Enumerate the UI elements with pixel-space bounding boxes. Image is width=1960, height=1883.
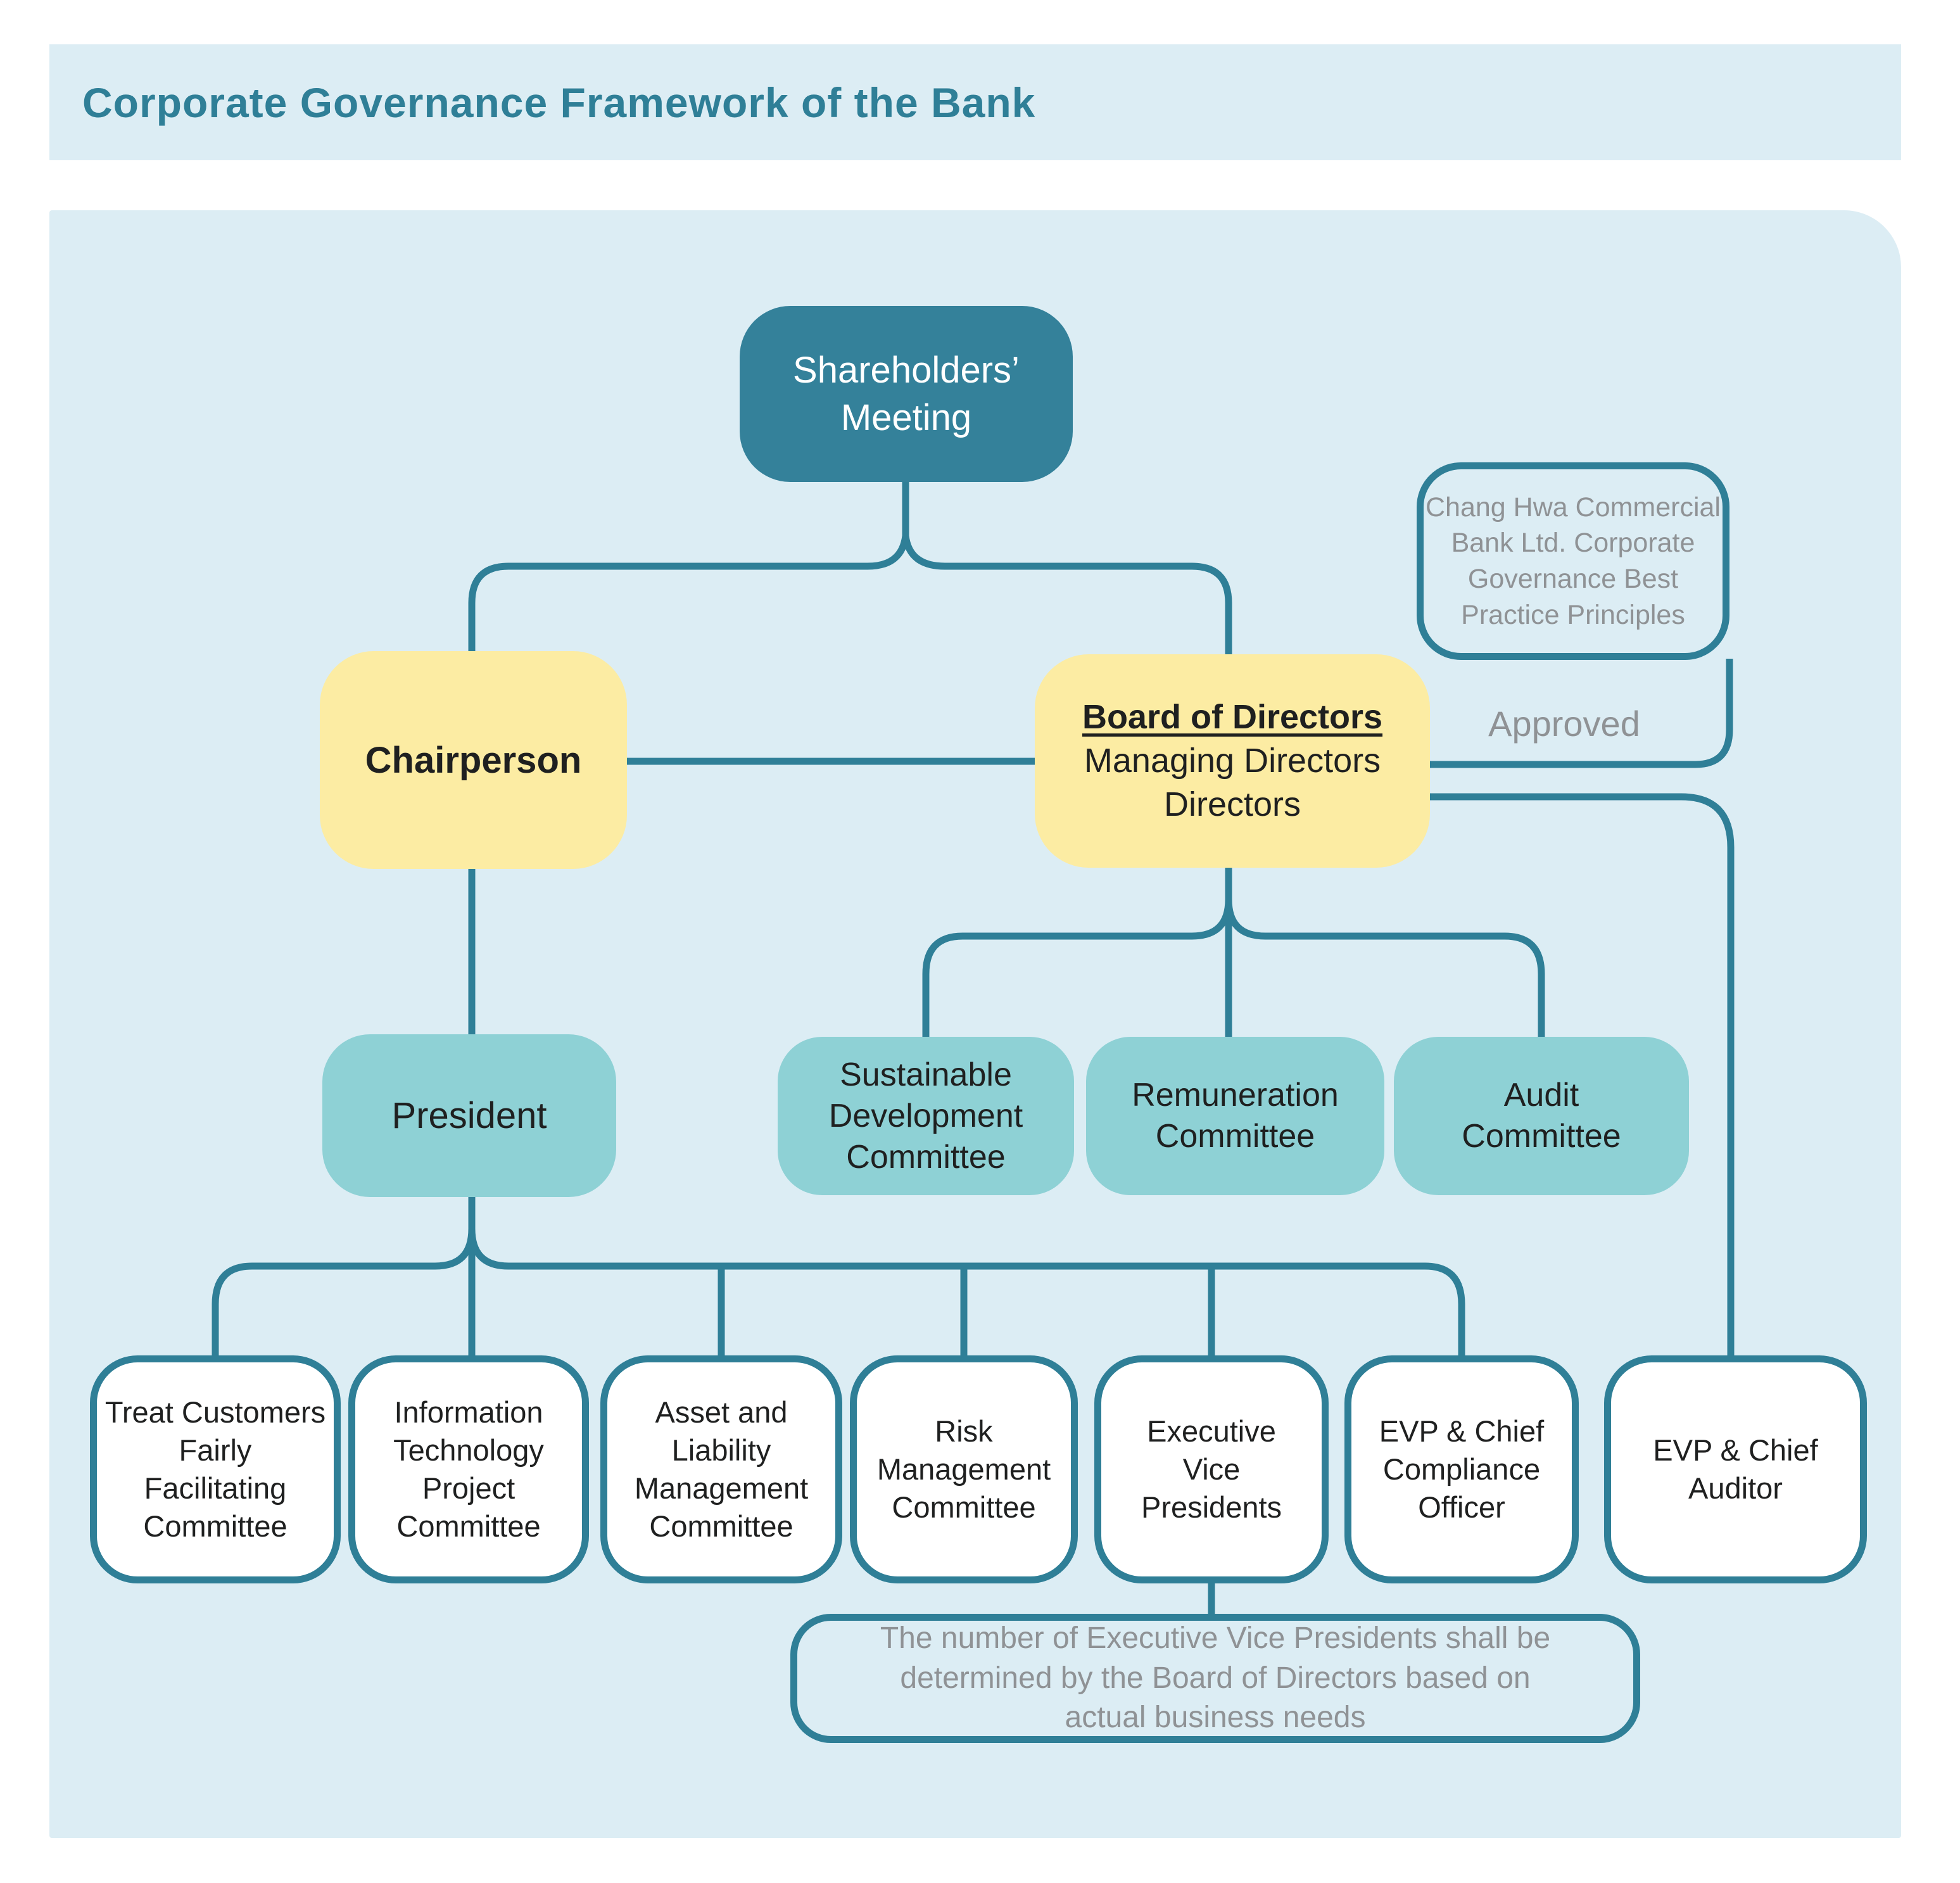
node-shareholders-meeting: Shareholders’Meeting [740, 306, 1073, 482]
node-chairperson: Chairperson [320, 651, 627, 869]
node-label: President [391, 1095, 547, 1136]
title-bar: Corporate Governance Framework of the Ba… [49, 44, 1901, 160]
node-president: President [322, 1034, 616, 1197]
approved-label: Approved [1488, 704, 1640, 744]
page-title: Corporate Governance Framework of the Ba… [82, 79, 1036, 126]
node-label: Chairperson [365, 739, 582, 781]
board-title: Board of Directors [1082, 697, 1383, 736]
evp-count-note: The number of Executive Vice Presidents … [790, 1614, 1640, 1743]
